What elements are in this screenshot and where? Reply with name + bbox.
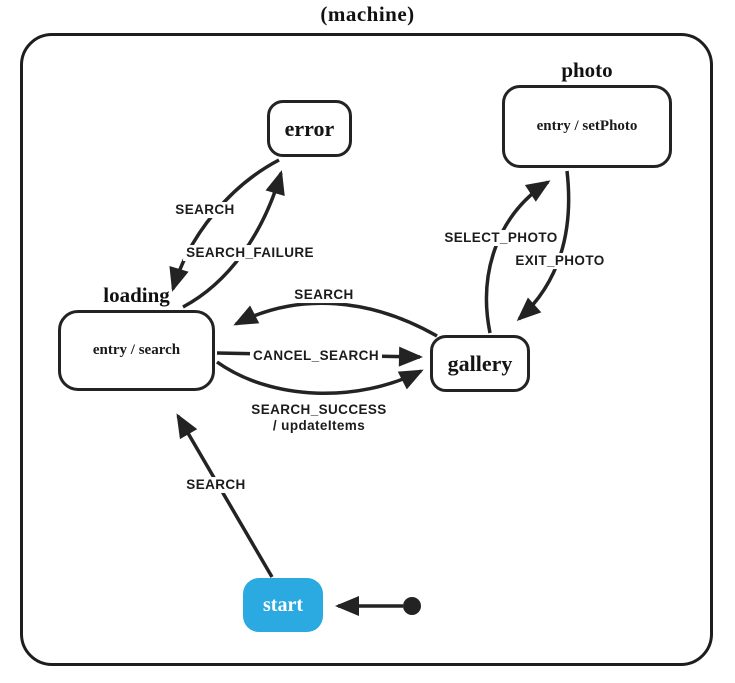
initial-state-dot <box>403 597 421 615</box>
state-start-title: start <box>263 593 303 616</box>
machine-container <box>20 33 713 666</box>
state-error[interactable]: error <box>267 100 352 157</box>
event-label-search-success[interactable]: SEARCH_SUCCESS / updateItems <box>248 402 390 434</box>
edge-search-gallery-to-loading <box>233 301 438 338</box>
event-label-search-success-action: / updateItems <box>272 418 366 433</box>
event-label-exit-photo[interactable]: EXIT_PHOTO <box>512 253 608 269</box>
event-label-search-failure[interactable]: SEARCH_FAILURE <box>183 245 317 261</box>
event-label-select-photo[interactable]: SELECT_PHOTO <box>441 230 561 246</box>
state-photo[interactable]: entry / setPhoto <box>502 85 672 168</box>
state-gallery[interactable]: gallery <box>430 335 530 392</box>
edge-search-error-to-loading <box>169 158 280 292</box>
diagram-title: (machine) <box>320 2 415 26</box>
state-loading[interactable]: entry / search <box>58 310 215 391</box>
edge-search-success-loading-to-gallery <box>215 360 424 396</box>
state-error-title: error <box>284 115 335 141</box>
event-label-search-error-loading[interactable]: SEARCH <box>172 202 238 218</box>
event-label-cancel-search[interactable]: CANCEL_SEARCH <box>250 348 382 364</box>
event-label-search-success-event: SEARCH_SUCCESS <box>251 402 387 418</box>
edge-select-photo-gallery-to-photo <box>484 180 551 334</box>
event-label-search-gallery-loading[interactable]: SEARCH <box>291 287 357 303</box>
state-photo-entry-action: entry / setPhoto <box>536 118 638 134</box>
state-loading-entry-action: entry / search <box>92 342 181 358</box>
state-start[interactable]: start <box>243 578 323 632</box>
state-photo-title: photo <box>561 58 613 82</box>
state-loading-title: loading <box>103 283 170 307</box>
edge-search-start-to-loading <box>176 413 274 578</box>
event-label-search-start-loading[interactable]: SEARCH <box>183 477 249 493</box>
state-gallery-title: gallery <box>447 350 513 376</box>
